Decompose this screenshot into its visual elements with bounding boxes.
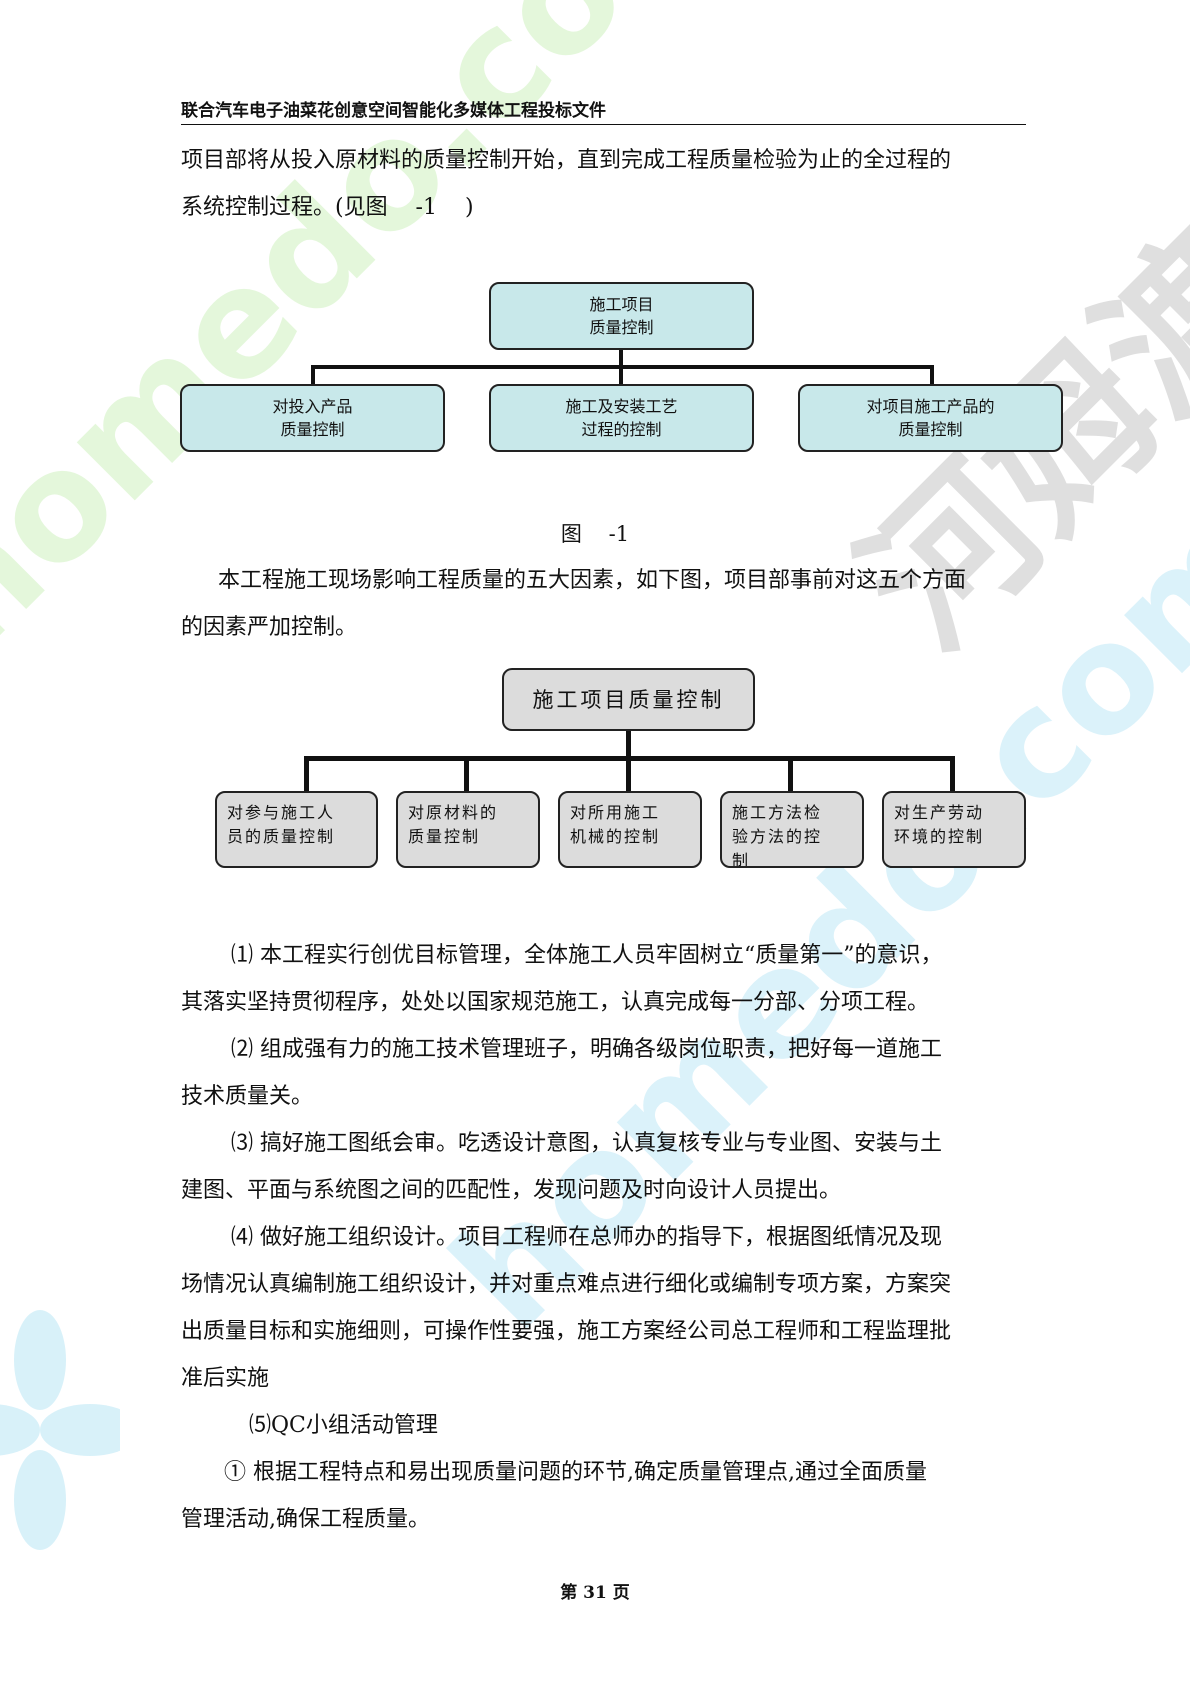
qc-item-1-line-1: ① 根据工程特点和易出现质量问题的环节,确定质量管理点,通过全面质量 (224, 1460, 927, 1485)
section-2-paragraph: 本工程施工现场影响工程质量的五大因素，如下图，项目部事前对这五个方面 的因素严加… (181, 557, 1026, 651)
item-1-paragraph: ⑴ 本工程实行创优目标管理，全体施工人员牢固树立“质量第一”的意识， 其落实坚持… (181, 932, 1026, 1026)
header-title: 联合汽车电子油菜花创意空间智能化多媒体工程投标文件 (181, 101, 606, 121)
fig2-child-box-4: 施工方法检 验方法的控 制 (720, 791, 864, 868)
item-3-paragraph: ⑶ 搞好施工图纸会审。吃透设计意图，认真复核专业与专业图、安装与土 建图、平面与… (181, 1120, 1026, 1214)
fig2-child-1-line-1: 对参与施工人 (227, 803, 336, 822)
fig1-child-1-line-2: 质量控制 (280, 420, 345, 439)
figure-1-caption: 图 -1 (0, 518, 1190, 548)
fig2-child-1-line-2: 员的质量控制 (227, 827, 336, 846)
item-4-line-2: 场情况认真编制施工组织设计，并对重点难点进行细化或编制专项方案，方案突 (181, 1272, 952, 1297)
fig1-child-box-1: 对投入产品 质量控制 (180, 384, 445, 452)
section-2-line-2: 的因素严加控制。 (181, 615, 358, 640)
page-footer: 第 31 页 (0, 1578, 1190, 1603)
item-3-line-2: 建图、平面与系统图之间的匹配性，发现问题及时向设计人员提出。 (181, 1178, 842, 1203)
fig2-connector-3 (626, 756, 631, 792)
document-header: 联合汽车电子油菜花创意空间智能化多媒体工程投标文件 (181, 96, 1026, 125)
item-3-line-1: ⑶ 搞好施工图纸会审。吃透设计意图，认真复核专业与专业图、安装与土 (231, 1131, 942, 1156)
fig2-child-4-line-2: 验方法的控 (732, 827, 823, 846)
fig1-child-box-3: 对项目施工产品的 质量控制 (798, 384, 1063, 452)
fig2-root-box: 施工项目质量控制 (502, 668, 755, 731)
fig2-child-4-line-1: 施工方法检 (732, 803, 823, 822)
fig1-child-2-line-2: 过程的控制 (581, 420, 662, 439)
fig2-child-3-line-1: 对所用施工 (570, 803, 661, 822)
fig1-child-1-line-1: 对投入产品 (272, 397, 353, 416)
fig2-connector-5 (950, 756, 955, 792)
item-4-line-4: 准后实施 (181, 1366, 270, 1391)
intro-line-1: 项目部将从投入原材料的质量控制开始，直到完成工程质量检验为止的全过程的 (181, 148, 952, 173)
fig2-connector-2 (464, 756, 469, 792)
fig2-child-box-2: 对原材料的 质量控制 (396, 791, 540, 868)
fig1-child-3-line-2: 质量控制 (898, 420, 963, 439)
fig1-child-box-2: 施工及安装工艺 过程的控制 (489, 384, 754, 452)
item-4-line-1: ⑷ 做好施工组织设计。项目工程师在总师办的指导下，根据图纸情况及现 (231, 1225, 942, 1250)
fig1-root-box: 施工项目 质量控制 (489, 282, 754, 350)
fig2-root-label: 施工项目质量控制 (532, 687, 725, 712)
intro-line-2: 系统控制过程。(见图 -1 ) (181, 195, 474, 220)
fig1-connector-trunk (619, 350, 623, 367)
fig2-child-box-1: 对参与施工人 员的质量控制 (215, 791, 378, 868)
fig2-child-4-line-3: 制 (732, 851, 751, 868)
fig2-child-5-line-1: 对生产劳动 (894, 803, 985, 822)
fig1-root-line-2: 质量控制 (589, 318, 654, 337)
fig2-child-3-line-2: 机械的控制 (570, 827, 661, 846)
item-4-line-3: 出质量目标和实施细则，可操作性要强，施工方案经公司总工程师和工程监理批 (181, 1319, 952, 1344)
item-2-line-2: 技术质量关。 (181, 1084, 314, 1109)
item-2-paragraph: ⑵ 组成强有力的施工技术管理班子，明确各级岗位职责，把好每一道施工 技术质量关。 (181, 1026, 1026, 1120)
fig1-child-3-line-1: 对项目施工产品的 (866, 397, 995, 416)
qc-title: ⑸QC小组活动管理 (249, 1413, 438, 1438)
fig2-child-2-line-2: 质量控制 (408, 827, 481, 846)
item-1-line-1: ⑴ 本工程实行创优目标管理，全体施工人员牢固树立“质量第一”的意识， (231, 943, 943, 968)
intro-paragraph: 项目部将从投入原材料的质量控制开始，直到完成工程质量检验为止的全过程的 系统控制… (181, 137, 1026, 231)
fig2-child-box-5: 对生产劳动 环境的控制 (882, 791, 1026, 868)
fig1-connector-mid (619, 365, 623, 385)
fig1-child-2-line-1: 施工及安装工艺 (565, 397, 678, 416)
figure-1-caption-text: 图 -1 (560, 522, 630, 546)
fig2-child-2-line-1: 对原材料的 (408, 803, 499, 822)
fig2-connector-1 (304, 756, 309, 792)
fig1-connector-right (930, 365, 934, 385)
item-2-line-1: ⑵ 组成强有力的施工技术管理班子，明确各级岗位职责，把好每一道施工 (231, 1037, 942, 1062)
section-2-line-1: 本工程施工现场影响工程质量的五大因素，如下图，项目部事前对这五个方面 (218, 568, 967, 593)
page-number: 第 31 页 (560, 1583, 630, 1603)
fig2-connector-trunk (626, 731, 631, 758)
fig1-root-line-1: 施工项目 (589, 295, 654, 314)
qc-section: ⑸QC小组活动管理 ① 根据工程特点和易出现质量问题的环节,确定质量管理点,通过… (181, 1402, 1026, 1543)
item-1-line-2: 其落实坚持贯彻程序，处处以国家规范施工，认真完成每一分部、分项工程。 (181, 990, 930, 1015)
fig2-connector-4 (788, 756, 793, 792)
item-4-paragraph: ⑷ 做好施工组织设计。项目工程师在总师办的指导下，根据图纸情况及现 场情况认真编… (181, 1214, 1026, 1402)
fig2-child-5-line-2: 环境的控制 (894, 827, 985, 846)
fig1-connector-left (311, 365, 315, 385)
fig2-child-box-3: 对所用施工 机械的控制 (558, 791, 702, 868)
watermark-flower-logo (0, 1310, 120, 1550)
qc-item-1-line-2: 管理活动,确保工程质量。 (181, 1507, 430, 1532)
